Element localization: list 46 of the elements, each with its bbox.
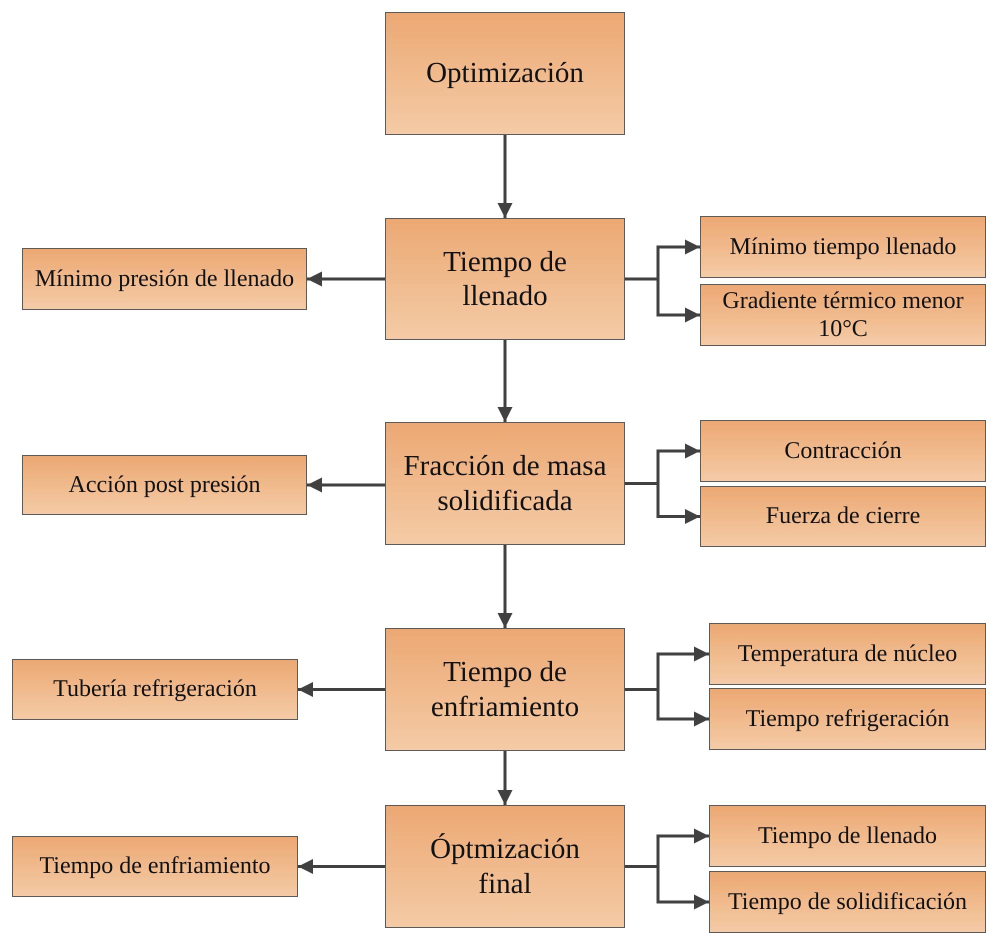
process-box bbox=[700, 486, 986, 547]
arrow bbox=[298, 682, 385, 697]
box-label: Tiempo de solidificación bbox=[726, 888, 968, 916]
arrow bbox=[307, 272, 385, 286]
process-box bbox=[22, 248, 307, 310]
box-label: Tiempo de llenado bbox=[442, 244, 568, 314]
arrow bbox=[298, 859, 385, 874]
process-box bbox=[700, 420, 986, 482]
box-label: Temperatura de núcleo bbox=[736, 640, 958, 668]
arrow bbox=[625, 482, 700, 524]
arrow bbox=[498, 135, 512, 218]
process-box bbox=[385, 422, 625, 545]
process-box bbox=[385, 805, 625, 928]
box-label: Mínimo tiempo llenado bbox=[728, 232, 958, 262]
process-box bbox=[385, 218, 625, 340]
box-label: Contracción bbox=[783, 436, 903, 466]
process-box bbox=[709, 623, 986, 685]
box-label: Fuerza de cierre bbox=[764, 502, 922, 531]
box-label: Gradiente térmico menor 10°C bbox=[721, 286, 965, 344]
box-label: Acción post presión bbox=[68, 470, 262, 500]
arrow bbox=[498, 751, 512, 805]
process-box bbox=[700, 284, 986, 346]
box-label: Optimización bbox=[425, 56, 585, 91]
process-box bbox=[385, 12, 625, 135]
box-label: Óptmización final bbox=[429, 832, 581, 901]
process-box bbox=[709, 871, 986, 933]
box-label: Tiempo de enfriamiento bbox=[430, 655, 580, 724]
box-label: Mínimo presión de llenado bbox=[34, 264, 296, 294]
arrow bbox=[498, 545, 512, 628]
process-box bbox=[709, 805, 986, 867]
process-box bbox=[385, 628, 625, 751]
process-box bbox=[709, 688, 986, 750]
process-box bbox=[12, 836, 298, 897]
arrow bbox=[625, 865, 709, 910]
box-label: Tubería refrigeración bbox=[52, 675, 258, 704]
process-box bbox=[700, 216, 986, 278]
box-label: Tiempo de enfriamiento bbox=[38, 852, 272, 881]
arrow bbox=[625, 688, 709, 726]
process-box bbox=[12, 659, 298, 720]
box-label: Tiempo de llenado bbox=[756, 822, 938, 850]
process-box bbox=[22, 455, 307, 515]
arrow bbox=[625, 278, 700, 322]
arrow bbox=[307, 478, 385, 492]
arrow bbox=[498, 340, 512, 422]
box-label: Tiempo refrigeración bbox=[744, 704, 950, 734]
box-label: Fracción de masa solidificada bbox=[402, 449, 608, 518]
